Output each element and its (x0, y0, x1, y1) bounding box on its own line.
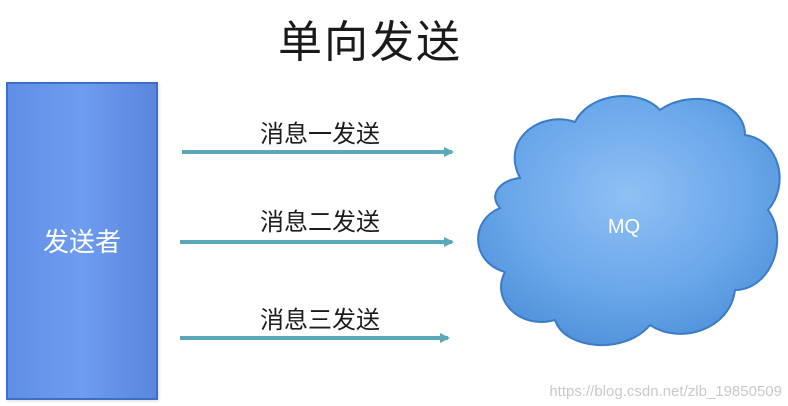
diagram-title: 单向发送 (278, 17, 462, 68)
mq-label: MQ (607, 216, 641, 238)
message-label-3: 消息三发送 (260, 306, 380, 334)
message-label-1: 消息一发送 (260, 120, 380, 148)
watermark: https://blog.csdn.net/zlb_19850509 (549, 383, 782, 400)
sender-box (6, 82, 158, 400)
sender-label: 发送者 (42, 228, 121, 258)
message-label-2: 消息二发送 (260, 208, 380, 236)
mq-cloud (477, 95, 781, 346)
